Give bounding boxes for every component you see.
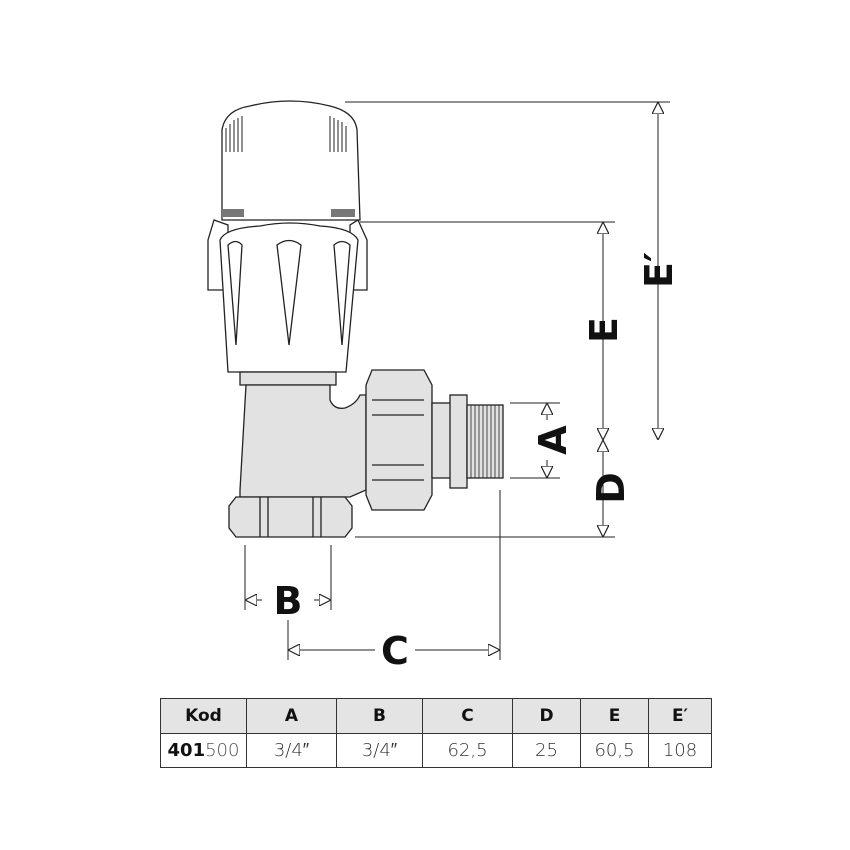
header-e: E	[580, 698, 649, 734]
table-header-row: Kod A B C D E E′	[160, 698, 712, 734]
header-c: C	[422, 698, 513, 734]
bottom-nut	[228, 496, 353, 538]
cell-e-prime: 108	[648, 733, 712, 768]
header-kod: Kod	[160, 698, 247, 734]
header-a: A	[246, 698, 337, 734]
cell-c: 62,5	[422, 733, 513, 768]
dimensions-table: Kod A B C D E E′ 401500 3/4″ 3/4″ 62,5 2…	[160, 698, 712, 768]
cell-a: 3/4″	[246, 733, 337, 768]
side-nut	[365, 369, 433, 511]
cell-b: 3/4″	[336, 733, 423, 768]
tailpiece-flange	[449, 394, 468, 489]
header-e-prime: E′	[648, 698, 712, 734]
dimension-lines	[244, 101, 670, 660]
dim-label-e: E	[582, 317, 626, 343]
dim-label-c: C	[381, 629, 409, 673]
table-row: 401500 3/4″ 3/4″ 62,5 25 60,5 108	[160, 733, 712, 768]
dim-label-d: D	[589, 472, 633, 504]
header-d: D	[512, 698, 581, 734]
valve-body	[239, 384, 367, 498]
kod-prefix: 401	[167, 740, 206, 761]
cell-d: 25	[512, 733, 581, 768]
kod-suffix: 500	[205, 740, 240, 761]
dim-label-b: B	[274, 579, 303, 623]
dim-label-e-prime: E′	[637, 252, 681, 288]
neck-ring	[239, 371, 337, 386]
cell-kod: 401500	[160, 733, 247, 768]
adjustment-knob	[219, 222, 359, 373]
cell-e: 60,5	[580, 733, 649, 768]
header-b: B	[336, 698, 423, 734]
thread	[466, 404, 504, 479]
thermostatic-head	[221, 100, 361, 221]
tailpiece	[431, 402, 453, 479]
valve-drawing: E′ E A D B C	[207, 100, 681, 673]
dim-label-a: A	[531, 425, 575, 455]
